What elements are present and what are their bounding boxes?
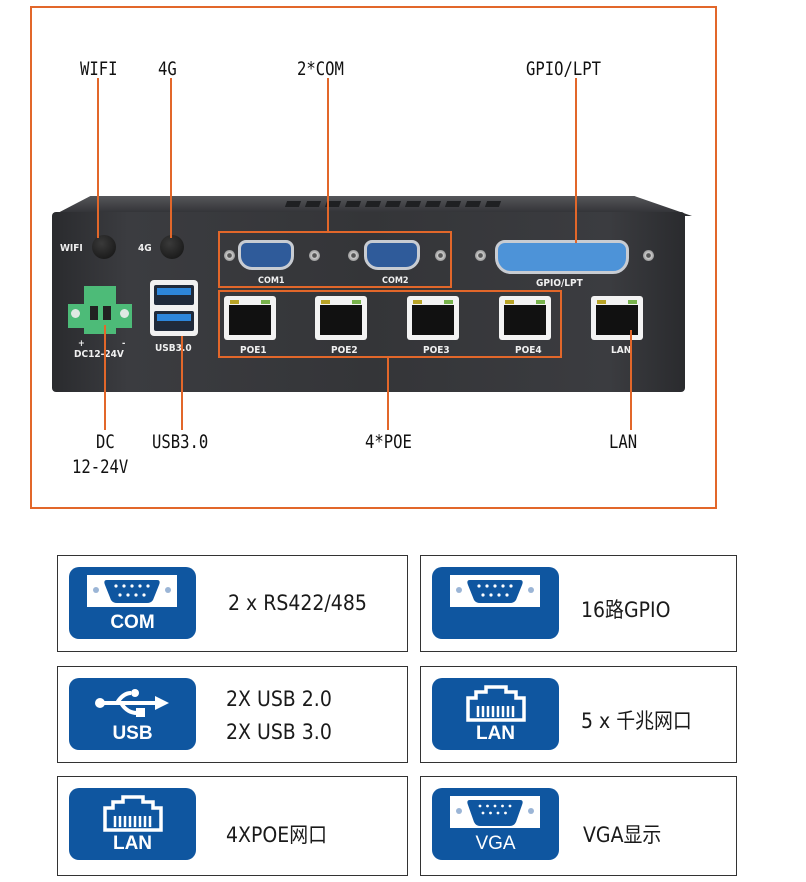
callout-gpio: GPIO/LPT: [526, 58, 602, 80]
feature-text-line-1: 2X USB 2.0: [226, 687, 332, 711]
dc-plus-label: +: [78, 339, 85, 349]
callout-usb: USB3.0: [152, 431, 209, 453]
screw: [435, 250, 446, 261]
feature-text: 16路GPIO: [581, 598, 671, 622]
port-diagram-frame: [30, 6, 717, 509]
wifi-antenna-connector: [92, 235, 116, 259]
vent: [484, 201, 502, 207]
wifi-port-label: WIFI: [60, 243, 83, 254]
lan-port: [591, 296, 643, 340]
screw: [348, 250, 359, 261]
ethernet-port-icon: [103, 795, 163, 832]
ethernet-port-icon: [466, 685, 526, 722]
lan-leader-line: [630, 330, 632, 430]
gpio-leader-line: [575, 78, 577, 243]
badge-label: LAN: [475, 723, 516, 744]
vent: [344, 201, 362, 207]
poe-group-highlight: [218, 290, 562, 358]
poe2-port: [315, 296, 367, 340]
feature-text: 5 x 千兆网口: [581, 709, 692, 733]
wifi-leader-line: [97, 78, 99, 238]
poe4-port: [499, 296, 551, 340]
badge-label: LAN: [112, 833, 153, 854]
poe3-port: [407, 296, 459, 340]
lan-label: LAN: [611, 345, 632, 356]
screw: [643, 250, 654, 261]
vent: [284, 201, 302, 207]
serial-port-icon: [93, 580, 171, 603]
callout-dc: DC: [96, 431, 115, 453]
vent: [384, 201, 402, 207]
poe3-label: POE3: [423, 345, 450, 356]
4g-port-label: 4G: [138, 243, 152, 254]
callout-4g: 4G: [158, 58, 177, 80]
vent: [444, 201, 462, 207]
feature-card-com: COM 2 x RS422/485: [57, 555, 408, 652]
usb-label: USB3.0: [155, 343, 192, 354]
feature-card-gpio: 16路GPIO: [420, 555, 737, 652]
com1-port: [238, 240, 294, 270]
lan-badge: LAN: [432, 678, 559, 750]
vent: [424, 201, 442, 207]
poe1-port: [224, 296, 276, 340]
callout-dc-voltage: 12-24V: [72, 456, 129, 478]
com-leader-line: [327, 78, 329, 232]
feature-text: VGA显示: [583, 823, 662, 847]
feature-card-lan: LAN 5 x 千兆网口: [420, 666, 737, 763]
badge-label: COM: [110, 612, 155, 633]
screw: [224, 250, 235, 261]
dc-minus-label: -: [122, 339, 126, 349]
vent: [364, 201, 382, 207]
poe2-label: POE2: [331, 345, 358, 356]
poe-leader-line: [387, 357, 389, 430]
com2-label: COM2: [382, 276, 409, 286]
com1-label: COM1: [258, 276, 285, 286]
gpio-badge: [432, 567, 559, 639]
badge-label: USB: [112, 723, 153, 744]
vent: [464, 201, 482, 207]
feature-text-line-2: 2X USB 3.0: [226, 720, 332, 744]
vent: [404, 201, 422, 207]
feature-card-usb: USB 2X USB 2.0 2X USB 3.0: [57, 666, 408, 763]
callout-com: 2*COM: [297, 58, 344, 80]
usb-icon: [95, 689, 169, 717]
badge-label: VGA: [475, 833, 516, 854]
dc-voltage-label: DC12-24V: [74, 349, 124, 360]
com2-port: [364, 240, 420, 270]
callout-wifi: WIFI: [80, 58, 118, 80]
vent: [304, 201, 322, 207]
serial-port-icon: [456, 580, 534, 603]
vga-badge: VGA: [432, 788, 559, 860]
feature-card-vga: VGA VGA显示: [420, 776, 737, 876]
vga-port-icon: [456, 800, 534, 826]
com-group-highlight: [218, 231, 452, 288]
feature-text: 2 x RS422/485: [228, 591, 367, 615]
poe-lan-badge: LAN: [69, 788, 196, 860]
com-badge: COM: [69, 567, 196, 639]
poe4-label: POE4: [515, 345, 542, 356]
callout-poe: 4*POE: [365, 431, 412, 453]
dc-leader-line: [104, 325, 106, 430]
usb-badge: USB: [69, 678, 196, 750]
usb-leader-line: [181, 336, 183, 430]
4g-leader-line: [170, 78, 172, 238]
feature-card-poe: LAN 4XPOE网口: [57, 776, 408, 876]
screw: [309, 250, 320, 261]
gpio-lpt-port: [495, 240, 629, 274]
4g-antenna-connector: [160, 235, 184, 259]
feature-text: 4XPOE网口: [226, 823, 327, 847]
screw: [475, 250, 486, 261]
callout-lan: LAN: [609, 431, 638, 453]
usb3-ports: [150, 280, 198, 336]
gpio-lpt-label: GPIO/LPT: [536, 278, 583, 289]
poe1-label: POE1: [240, 345, 267, 356]
dc-power-terminal: [68, 286, 132, 336]
